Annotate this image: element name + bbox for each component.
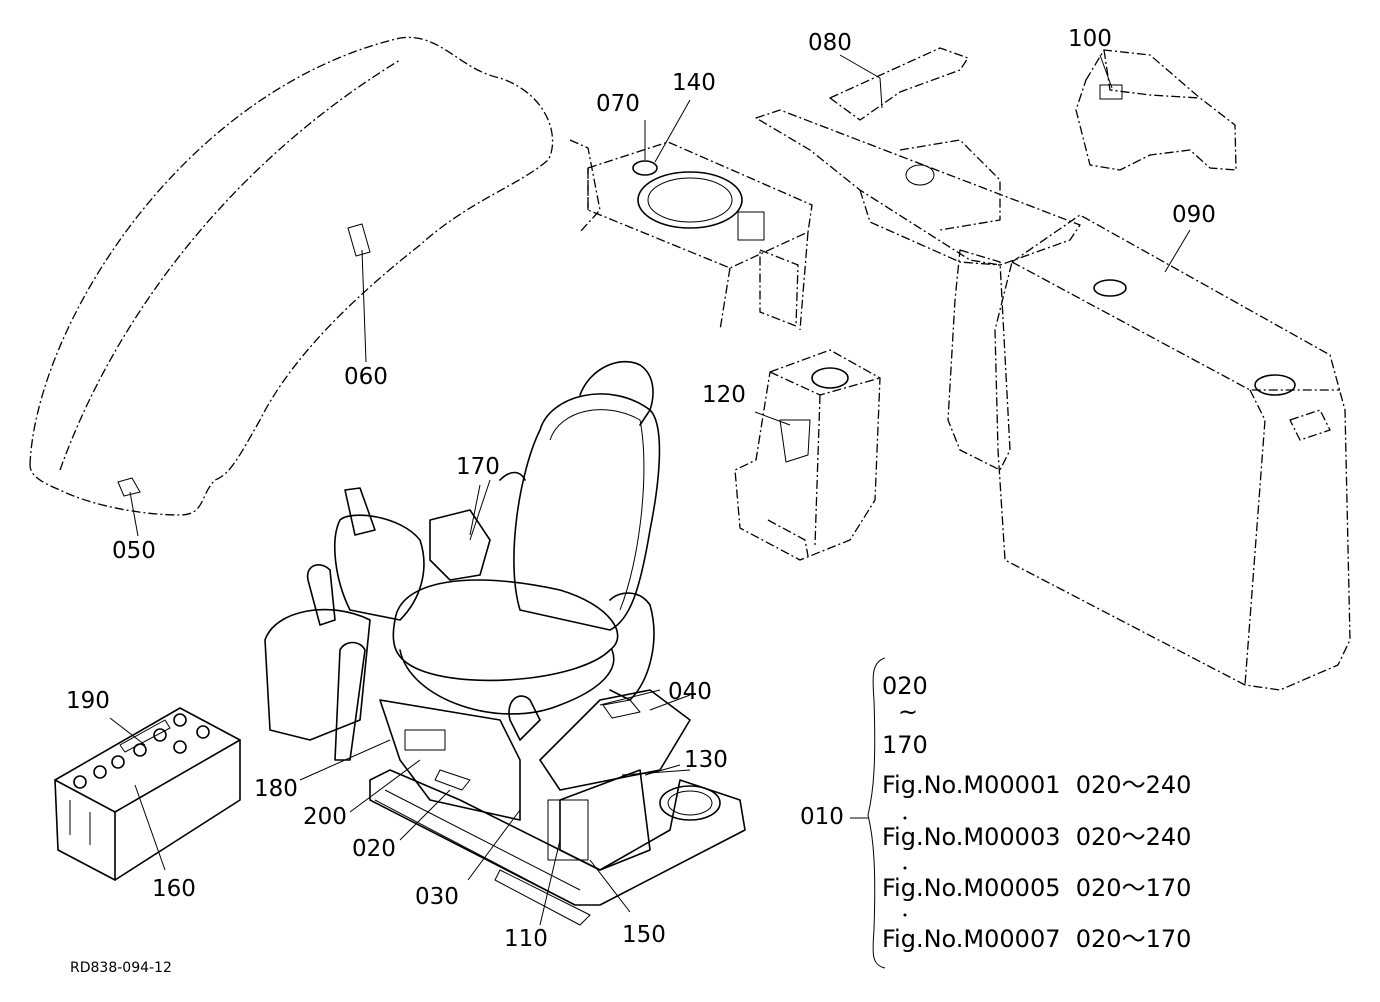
seat-base-floor [369,769,746,926]
range-start: 020 [882,672,928,700]
callout-080: 080 [808,30,852,56]
callout-030: 030 [415,884,459,910]
callout-100: 100 [1068,26,1112,52]
callout-060: 060 [344,364,388,390]
callout-180: 180 [254,776,298,802]
operator-seat [264,360,691,821]
battery [54,707,241,881]
callout-120: 120 [702,382,746,408]
callout-160: 160 [152,876,196,902]
leader-lines [299,484,907,969]
callout-190: 190 [66,688,110,714]
fig-ref-1: Fig.No.M00001 020～240 [882,773,1191,797]
fig-ref-3-number: Fig.No.M00005 [882,874,1061,902]
fig-ref-3-range: 020～170 [1075,874,1192,902]
range-tilde: ~ [898,698,919,726]
front-cover-panel [569,99,813,331]
side-cover [1075,49,1237,171]
callout-050: 050 [112,538,156,564]
side-console [734,349,881,561]
fig-ref-4: Fig.No.M00007 020～170 [882,927,1191,951]
callout-090: 090 [1172,202,1216,228]
fig-ref-1-range: 020～240 [1075,771,1192,799]
callout-130: 130 [684,747,728,773]
fig-ref-2: Fig.No.M00003 020～240 [882,825,1191,849]
callout-040: 040 [668,679,712,705]
callout-170: 170 [456,454,500,480]
fig-ref-1-number: Fig.No.M00001 [882,771,1061,799]
rear-panel [947,214,1351,691]
diagram-id: RD838-094-12 [70,960,172,976]
fig-ref-4-range: 020～170 [1075,925,1192,953]
callout-140: 140 [672,70,716,96]
callout-070: 070 [596,91,640,117]
callout-150: 150 [622,922,666,948]
callout-010: 010 [800,804,844,830]
fig-ref-3: Fig.No.M00005 020～170 [882,876,1191,900]
fig-ref-2-range: 020～240 [1075,823,1192,851]
frame-bracket [755,47,1081,266]
range-end: 170 [882,731,928,759]
canopy-roof [29,36,554,537]
callout-200: 200 [303,804,347,830]
callout-110: 110 [504,926,548,952]
fig-ref-2-number: Fig.No.M00003 [882,823,1061,851]
callout-020: 020 [352,836,396,862]
fig-ref-4-number: Fig.No.M00007 [882,925,1061,953]
